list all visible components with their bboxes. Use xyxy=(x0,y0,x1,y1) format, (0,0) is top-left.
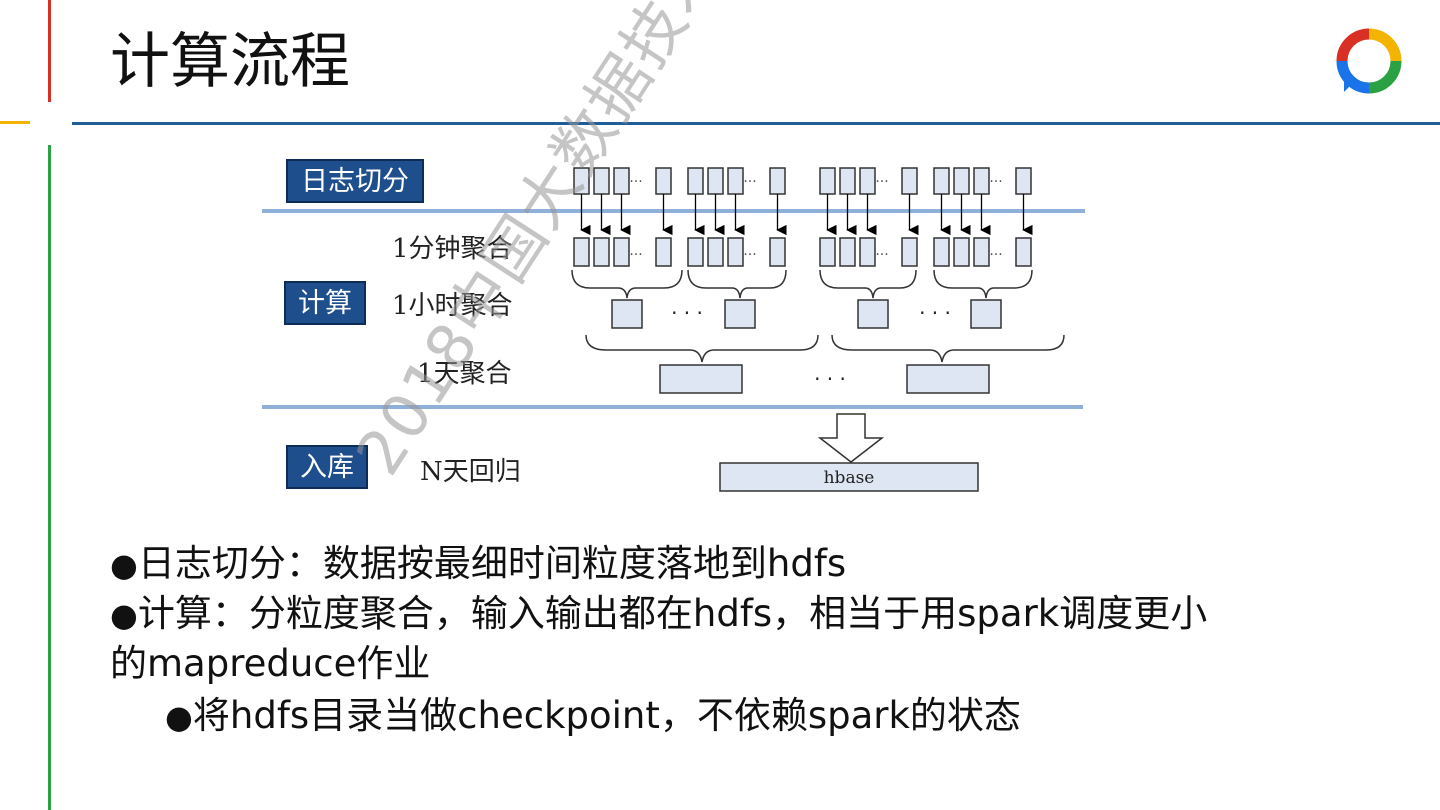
log-split-block xyxy=(613,167,630,195)
hour-block-4 xyxy=(970,299,1002,329)
minute-block xyxy=(953,237,970,267)
log-split-block xyxy=(769,167,786,195)
block-ellipsis: ··· xyxy=(629,174,642,190)
block-ellipsis: ··· xyxy=(875,247,888,263)
hour-ellipsis-2: · · · xyxy=(919,301,951,325)
log-split-block xyxy=(859,167,876,195)
computation-flow-diagram: 日志切分 计算 入库 1分钟聚合 1小时聚合 1天聚合 N天回归 ·······… xyxy=(262,159,1085,492)
hour-block-3 xyxy=(857,299,889,329)
brace-minute-hour-4 xyxy=(933,269,1033,299)
brace-minute-hour-1 xyxy=(571,269,683,299)
log-split-block xyxy=(687,167,704,195)
row-label-day: 1天聚合 xyxy=(417,359,512,389)
stage-log-split-label: 日志切分 xyxy=(301,166,409,197)
minute-block xyxy=(593,237,610,267)
minute-block xyxy=(769,237,786,267)
green-accent-bar xyxy=(48,145,51,810)
log-split-block xyxy=(953,167,970,195)
row-label-n-day: N天回归 xyxy=(420,457,521,487)
brace-hour-day-1 xyxy=(585,334,819,363)
hour-block-2 xyxy=(724,299,756,329)
minute-block xyxy=(613,237,630,267)
minute-block xyxy=(973,237,990,267)
log-split-block xyxy=(901,167,918,195)
title-divider xyxy=(72,122,1440,125)
day-block-2 xyxy=(906,364,990,394)
bullet-dot-1: ● xyxy=(110,546,138,584)
block-ellipsis: ··· xyxy=(743,174,756,190)
red-accent-bar xyxy=(48,0,51,102)
stage-storage-label: 入库 xyxy=(300,452,354,483)
minute-block xyxy=(839,237,856,267)
log-split-block xyxy=(973,167,990,195)
hour-block-1 xyxy=(611,299,643,329)
day-block-1 xyxy=(659,364,743,394)
minute-block xyxy=(859,237,876,267)
row-label-minute: 1分钟聚合 xyxy=(392,234,513,264)
bullet-2-continuation: 的mapreduce作业 xyxy=(110,642,431,685)
block-ellipsis: ··· xyxy=(875,174,888,190)
yellow-accent-bar xyxy=(0,121,30,124)
brace-hour-day-2 xyxy=(831,334,1065,363)
minute-block xyxy=(933,237,950,267)
minute-block xyxy=(1015,237,1032,267)
block-ellipsis: ··· xyxy=(629,247,642,263)
bullet-1-text: 日志切分：数据按最细时间粒度落地到hdfs xyxy=(137,542,847,585)
log-split-block xyxy=(707,167,724,195)
sub-bullet-1: ●将hdfs目录当做checkpoint，不依赖spark的状态 xyxy=(165,692,1021,741)
row-label-hour: 1小时聚合 xyxy=(392,291,513,321)
block-ellipsis: ··· xyxy=(743,247,756,263)
hbase-label: hbase xyxy=(824,468,875,488)
minute-block xyxy=(687,237,704,267)
log-split-block xyxy=(1015,167,1032,195)
log-split-block xyxy=(655,167,672,195)
conference-logo-icon xyxy=(1336,28,1402,94)
block-ellipsis: ··· xyxy=(989,247,1002,263)
stage-compute-label: 计算 xyxy=(298,288,352,319)
sub-bullet-1-text: 将hdfs目录当做checkpoint，不依赖spark的状态 xyxy=(192,694,1021,737)
minute-block xyxy=(727,237,744,267)
block-ellipsis: ··· xyxy=(989,174,1002,190)
bullet-dot-2: ● xyxy=(110,596,138,634)
minute-block xyxy=(655,237,672,267)
bullet-2-text: 计算：分粒度聚合，输入输出都在hdfs，相当于用spark调度更小 xyxy=(137,592,1208,635)
brace-minute-hour-3 xyxy=(819,269,917,299)
hour-ellipsis-1: · · · xyxy=(671,301,703,325)
minute-block xyxy=(573,237,590,267)
block-groups: ··· ··· ··· ··· ··· ··· ··· ··· xyxy=(573,167,1033,267)
down-arrow-icon xyxy=(817,413,885,463)
log-split-block xyxy=(839,167,856,195)
stage-compute: 计算 xyxy=(284,281,366,325)
minute-block xyxy=(901,237,918,267)
log-split-block xyxy=(819,167,836,195)
brace-minute-hour-2 xyxy=(687,269,787,299)
log-split-block xyxy=(727,167,744,195)
bullet-dot-3: ● xyxy=(165,698,193,736)
minute-block xyxy=(707,237,724,267)
bullet-2: ●计算：分粒度聚合，输入输出都在hdfs，相当于用spark调度更小 xyxy=(110,590,1207,639)
day-ellipsis: · · · xyxy=(814,367,846,391)
hbase-box xyxy=(719,462,979,492)
log-split-block xyxy=(933,167,950,195)
minute-block xyxy=(819,237,836,267)
slide-title: 计算流程 xyxy=(110,27,350,97)
stage-storage: 入库 xyxy=(286,445,368,489)
stage-log-split: 日志切分 xyxy=(286,159,424,203)
bullet-1: ●日志切分：数据按最细时间粒度落地到hdfs xyxy=(110,540,846,589)
